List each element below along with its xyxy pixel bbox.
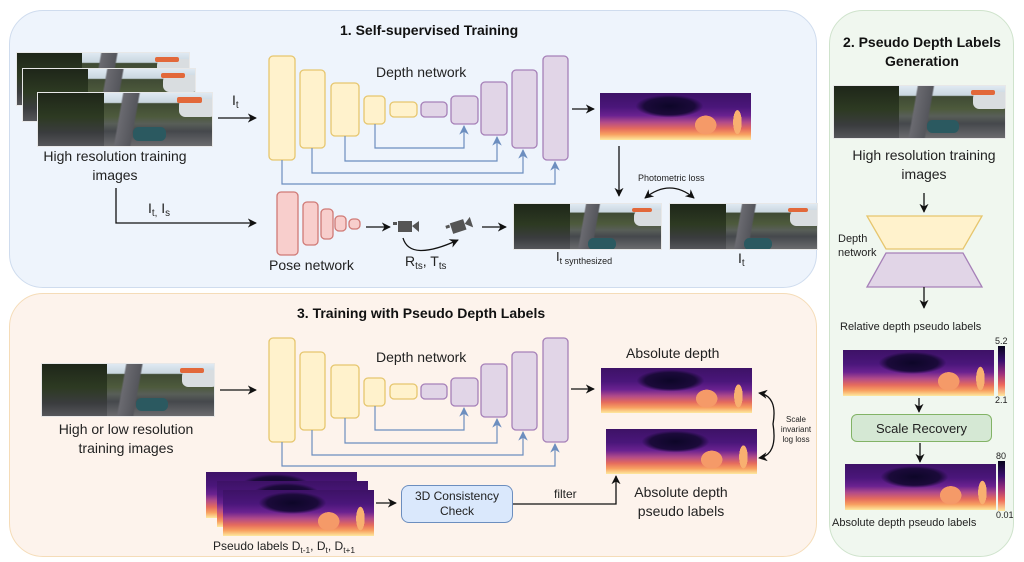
encoder-block bbox=[389, 383, 418, 400]
target-image bbox=[669, 203, 818, 250]
camera-icon-target bbox=[445, 216, 474, 234]
skip-connection bbox=[374, 406, 469, 431]
target-label: It bbox=[738, 250, 745, 269]
encoder-block bbox=[330, 364, 360, 419]
it-label: It bbox=[232, 92, 239, 111]
encoder-block bbox=[268, 337, 296, 443]
panel2-input-caption: High resolution training images bbox=[852, 147, 996, 182]
decoder-block bbox=[511, 351, 538, 431]
encoder-block bbox=[268, 55, 296, 161]
decoder-block bbox=[420, 383, 448, 400]
decoder-block bbox=[542, 337, 569, 443]
decoder-block bbox=[450, 377, 479, 407]
skip-connection bbox=[311, 430, 528, 456]
depth-network-label: Depth network bbox=[376, 64, 467, 80]
arrow-input-to-pose bbox=[115, 188, 257, 228]
depth-network-1 bbox=[268, 55, 569, 185]
panel3-depth-network-label: Depth network bbox=[376, 349, 467, 365]
decoder-block bbox=[420, 101, 448, 118]
pose-block bbox=[320, 208, 334, 240]
decoder-block bbox=[480, 363, 508, 418]
photometric-loss-label: Photometric loss bbox=[638, 173, 705, 183]
caption-line: training images bbox=[78, 440, 174, 456]
camera-transform-arrow bbox=[402, 237, 459, 252]
photometric-loss-arrow bbox=[644, 187, 695, 199]
predicted-depth-map bbox=[600, 93, 751, 140]
relative-depth-max: 5.2 bbox=[995, 336, 1008, 346]
decoder-block bbox=[450, 95, 479, 125]
it-is-label: It, Is bbox=[148, 200, 171, 219]
pose-network-label: Pose network bbox=[269, 257, 354, 273]
pose-block bbox=[348, 218, 361, 230]
relative-depth-label: Relative depth pseudo labels bbox=[840, 321, 982, 333]
panel3-title: 3. Training with Pseudo Depth Labels bbox=[297, 305, 546, 321]
pose-network bbox=[276, 191, 361, 256]
pose-output-label: Rts, Tts bbox=[405, 253, 447, 272]
skip-connection bbox=[281, 160, 560, 185]
encoder-trapezoid bbox=[865, 215, 984, 250]
panel1-title: 1. Self-supervised Training bbox=[340, 22, 519, 38]
panel1-input-caption: High resolution training images bbox=[22, 147, 208, 185]
panel3-training-image bbox=[41, 363, 215, 417]
decoder-block bbox=[480, 81, 508, 136]
arrow-filter bbox=[513, 475, 621, 505]
absolute-depth-min: 0.01 bbox=[996, 510, 1014, 520]
panel2-depth-network-label: Depth network bbox=[838, 233, 877, 259]
relative-depth-min: 2.1 bbox=[995, 395, 1008, 405]
encoder-block bbox=[363, 95, 386, 125]
scale-invariant-loss-arrow bbox=[758, 389, 775, 462]
caption-line: images bbox=[92, 167, 138, 183]
scale-invariant-loss-label: Scale invariant log loss bbox=[780, 415, 812, 444]
scale-recovery-box: Scale Recovery bbox=[851, 414, 992, 442]
encoder-block bbox=[330, 82, 360, 137]
absolute-depth-pseudo-label-map bbox=[606, 429, 757, 474]
encoder-block bbox=[389, 101, 418, 118]
pseudo-labels-caption: Pseudo labels Dt-1, Dt, Dt+1 bbox=[213, 539, 356, 555]
camera-icon-source bbox=[393, 221, 419, 232]
filter-label: filter bbox=[554, 487, 577, 501]
relative-depth-map bbox=[843, 350, 994, 396]
panel2-training-image bbox=[833, 85, 1006, 139]
skip-connection bbox=[344, 136, 502, 162]
absolute-depth-pseudo-map bbox=[845, 464, 996, 510]
panel2-title: 2. Pseudo Depth Labels Generation bbox=[843, 34, 1001, 69]
absolute-depth-max: 80 bbox=[996, 451, 1007, 461]
absolute-depth-colorbar bbox=[998, 461, 1005, 511]
pseudo-label-stack-front bbox=[223, 490, 374, 536]
absolute-depth-map bbox=[601, 368, 752, 413]
decoder-block bbox=[542, 55, 569, 161]
pose-block bbox=[276, 191, 299, 256]
pose-block bbox=[334, 215, 347, 232]
synthesized-image bbox=[513, 203, 662, 250]
skip-connection bbox=[374, 124, 469, 149]
absolute-depth-label: Absolute depth bbox=[626, 345, 720, 361]
training-image-stack-front bbox=[37, 92, 213, 147]
decoder-block bbox=[511, 69, 538, 149]
skip-connection bbox=[281, 442, 560, 467]
encoder-block bbox=[363, 377, 386, 407]
decoder-trapezoid bbox=[865, 252, 984, 288]
relative-depth-colorbar bbox=[998, 346, 1005, 396]
caption-line: High resolution training bbox=[43, 148, 187, 164]
depth-network-3 bbox=[268, 337, 569, 467]
skip-connection bbox=[311, 148, 528, 174]
encoder-block bbox=[299, 351, 326, 431]
absolute-depth-pseudo-labels-caption: Absolute depth pseudo labels bbox=[634, 484, 728, 519]
absolute-depth-pseudo-labels-label: Absolute depth pseudo labels bbox=[832, 517, 977, 529]
panel3-input-caption: High or low resolution training images bbox=[36, 420, 216, 458]
caption-line: High or low resolution bbox=[58, 421, 194, 437]
synthesized-label: It synthesized bbox=[556, 249, 613, 266]
pose-block bbox=[302, 201, 319, 246]
skip-connection bbox=[344, 418, 502, 444]
encoder-block bbox=[299, 69, 326, 149]
